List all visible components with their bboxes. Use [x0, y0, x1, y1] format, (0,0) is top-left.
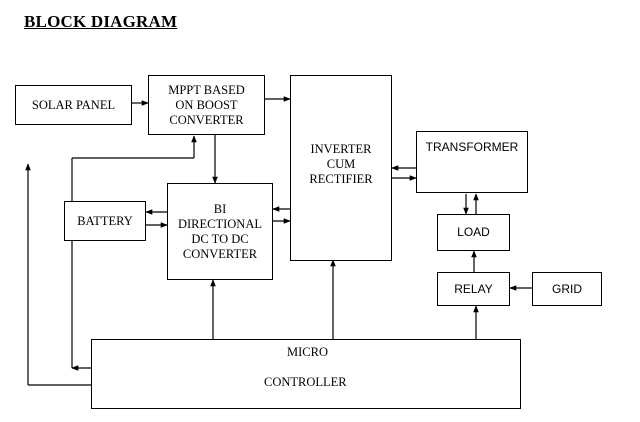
relay-label: RELAY — [454, 281, 493, 296]
grid-block: GRID — [532, 272, 602, 306]
inverter-rectifier-label: INVERTER CUM RECTIFIER — [309, 142, 373, 186]
battery-block: BATTERY — [64, 201, 146, 241]
bidirectional-converter-label: BI DIRECTIONAL DC TO DC CONVERTER — [177, 201, 262, 261]
solar-panel-label: SOLAR PANEL — [31, 97, 116, 112]
inverter-rectifier-block: INVERTER CUM RECTIFIER — [290, 75, 392, 261]
microcontroller-block: MICRO CONTROLLER — [91, 339, 521, 409]
diagram-title: BLOCK DIAGRAM — [24, 12, 178, 31]
transformer-block: TRANSFORMER — [416, 131, 528, 193]
mppt-converter-label: MPPT BASED ON BOOST CONVERTER — [168, 82, 245, 127]
microcontroller-label-line2: CONTROLLER — [264, 375, 347, 389]
grid-label: GRID — [552, 281, 582, 296]
transformer-label: TRANSFORMER — [425, 140, 519, 154]
microcontroller-label-line1: MICRO — [287, 345, 328, 359]
load-label: LOAD — [457, 225, 490, 239]
battery-label: BATTERY — [77, 213, 133, 228]
relay-block: RELAY — [437, 272, 510, 306]
solar-panel-block: SOLAR PANEL — [15, 85, 132, 125]
bidirectional-converter-block: BI DIRECTIONAL DC TO DC CONVERTER — [167, 183, 273, 280]
load-block: LOAD — [437, 214, 510, 251]
mppt-converter-block: MPPT BASED ON BOOST CONVERTER — [148, 75, 265, 135]
